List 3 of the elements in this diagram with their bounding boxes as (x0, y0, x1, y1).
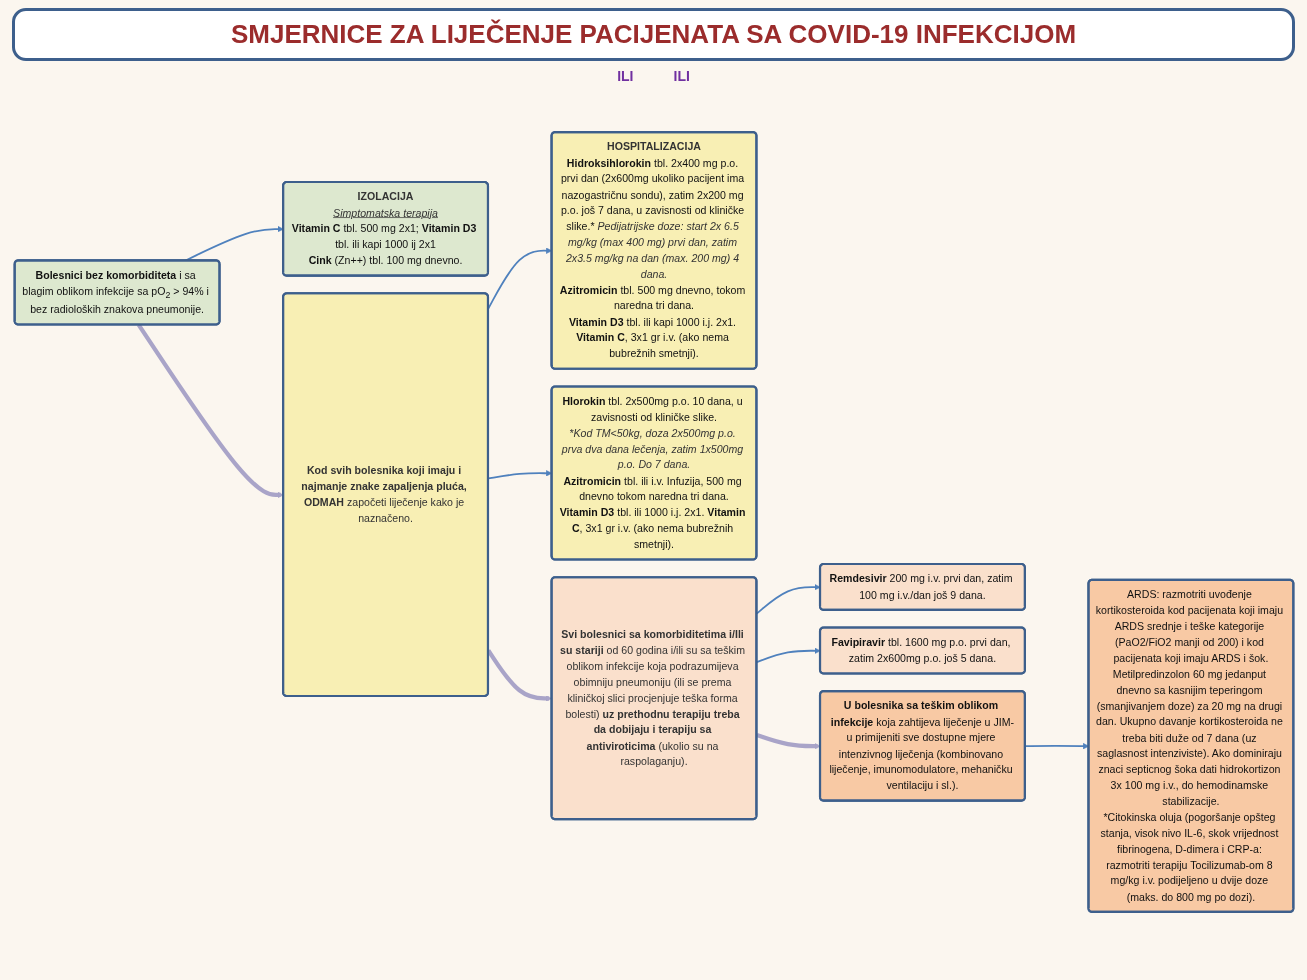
alternative-label: ILI (617, 68, 634, 84)
title: SMJERNICE ZA LIJEČENJE PACIJENATA SA COVID-19 INFEKCIJOM (230, 19, 1077, 49)
alternative-label: ILI (673, 68, 690, 84)
